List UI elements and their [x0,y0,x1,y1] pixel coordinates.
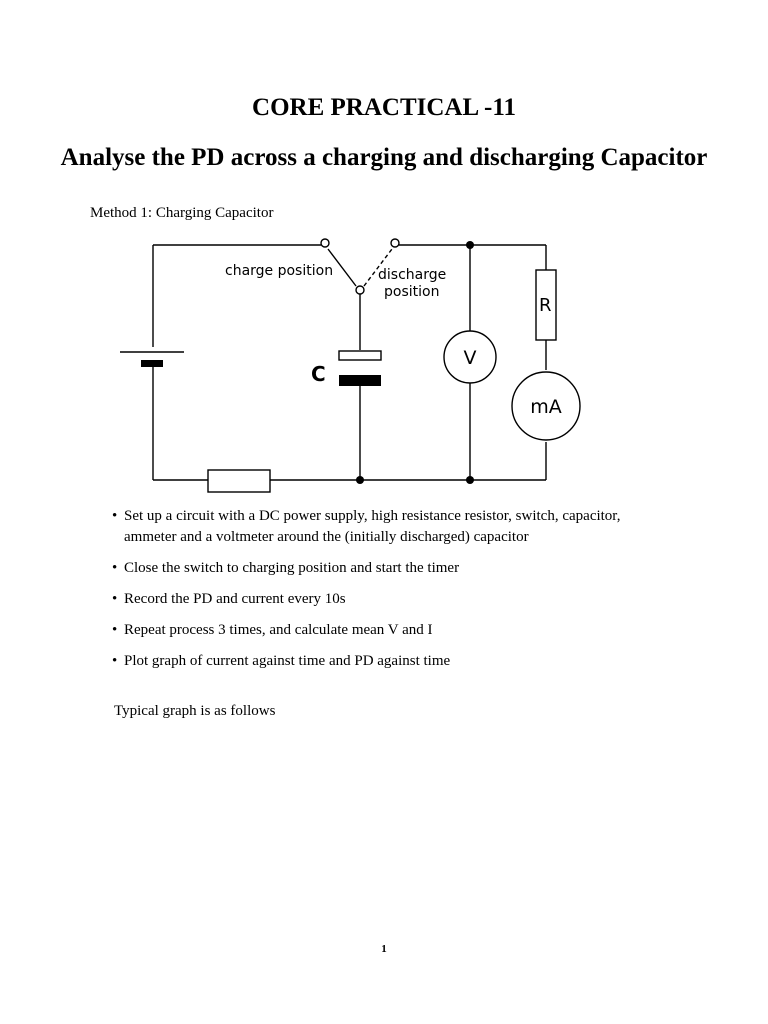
list-item: •Plot graph of current against time and … [112,651,672,672]
label-ammeter: mA [530,396,562,418]
label-capacitor: C [311,362,326,386]
method-heading: Method 1: Charging Capacitor [90,205,274,221]
resistor-bottom [207,469,271,493]
procedure-steps: •Set up a circuit with a DC power supply… [112,506,672,682]
ammeter [511,371,581,441]
list-item: •Repeat process 3 times, and calculate m… [112,620,672,641]
junction-dot [466,241,474,249]
label-charge-position: charge position [225,263,333,279]
switch-contact-charge [320,238,330,248]
closing-text: Typical graph is as follows [114,703,276,719]
capacitor-plate-bottom [339,375,381,386]
list-item: •Close the switch to charging position a… [112,558,672,579]
label-discharge-position-line1: discharge [378,267,446,283]
junction-dot [466,476,474,484]
bullet-icon: • [112,622,118,638]
bullet-icon: • [112,653,118,669]
battery-plate-short [141,360,163,367]
label-resistor: R [539,295,552,316]
page-subtitle: Analyse the PD across a charging and dis… [60,144,708,171]
voltmeter [443,330,497,384]
capacitor-plate-top [338,350,382,361]
label-voltmeter: V [464,347,477,369]
resistor-r [535,269,557,341]
switch-pivot [355,285,365,295]
circuit-diagram: charge position discharge position C R V… [120,238,581,493]
switch-blade [327,248,357,287]
bullet-icon: • [112,560,118,576]
bullet-icon: • [112,591,118,607]
label-discharge-position-line2: position [384,284,439,300]
page-title: CORE PRACTICAL -11 [252,94,516,121]
list-item: •Record the PD and current every 10s [112,589,672,610]
switch-discharge-blade [363,248,393,287]
list-item: •Set up a circuit with a DC power supply… [112,508,621,545]
junction-dot [356,476,364,484]
bullet-icon: • [112,508,118,524]
page-number: 1 [381,943,387,955]
switch-contact-discharge [390,238,400,248]
